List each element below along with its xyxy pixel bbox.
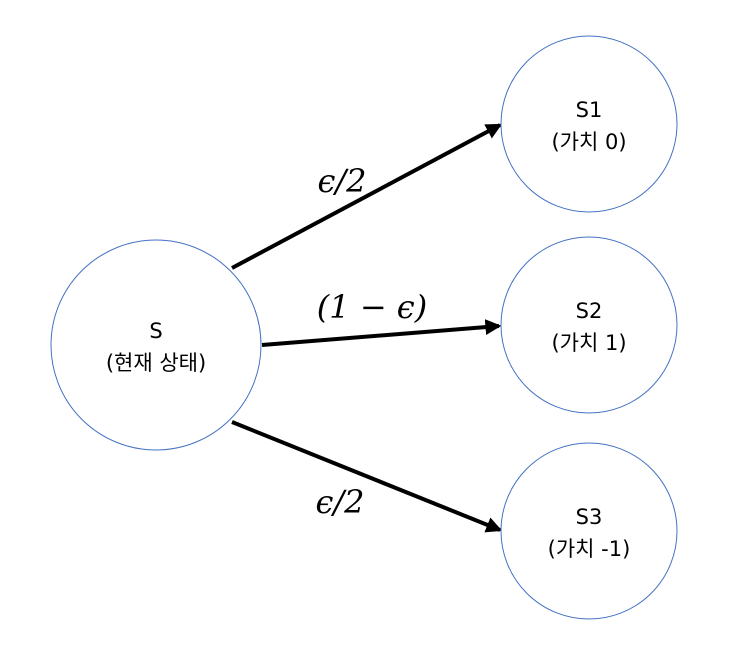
arrow-s-to-s1: [231, 123, 503, 270]
node-s1: S1 (가치 0): [500, 35, 678, 213]
node-s3-name: S3: [576, 505, 603, 529]
node-s3-circle: [500, 442, 678, 620]
node-s1-subtitle: (가치 0): [551, 130, 626, 154]
edge-label-s3: ϵ/2: [315, 483, 364, 521]
node-s-circle: [50, 239, 262, 451]
edge-s-s1: ϵ/2: [231, 123, 503, 270]
node-s3-subtitle: (가치 -1): [548, 537, 631, 561]
arrow-s-to-s2: [261, 319, 502, 347]
node-s3: S3 (가치 -1): [500, 442, 678, 620]
node-s1-name: S1: [576, 98, 603, 122]
node-s-subtitle: (현재 상태): [106, 351, 206, 375]
node-s2-circle: [500, 236, 678, 414]
node-s1-circle: [500, 35, 678, 213]
edge-label-s2: (1 − ϵ): [317, 288, 427, 326]
node-s2-subtitle: (가치 1): [551, 331, 626, 355]
node-s2: S2 (가치 1): [500, 236, 678, 414]
node-s-name: S: [149, 319, 162, 343]
edge-label-s1: ϵ/2: [317, 162, 366, 200]
node-s: S (현재 상태): [50, 239, 262, 451]
edge-s-s2: (1 − ϵ): [261, 288, 502, 347]
edge-s-s3: ϵ/2: [231, 420, 503, 533]
node-s2-name: S2: [576, 299, 603, 323]
arrow-s-to-s3: [231, 420, 503, 533]
